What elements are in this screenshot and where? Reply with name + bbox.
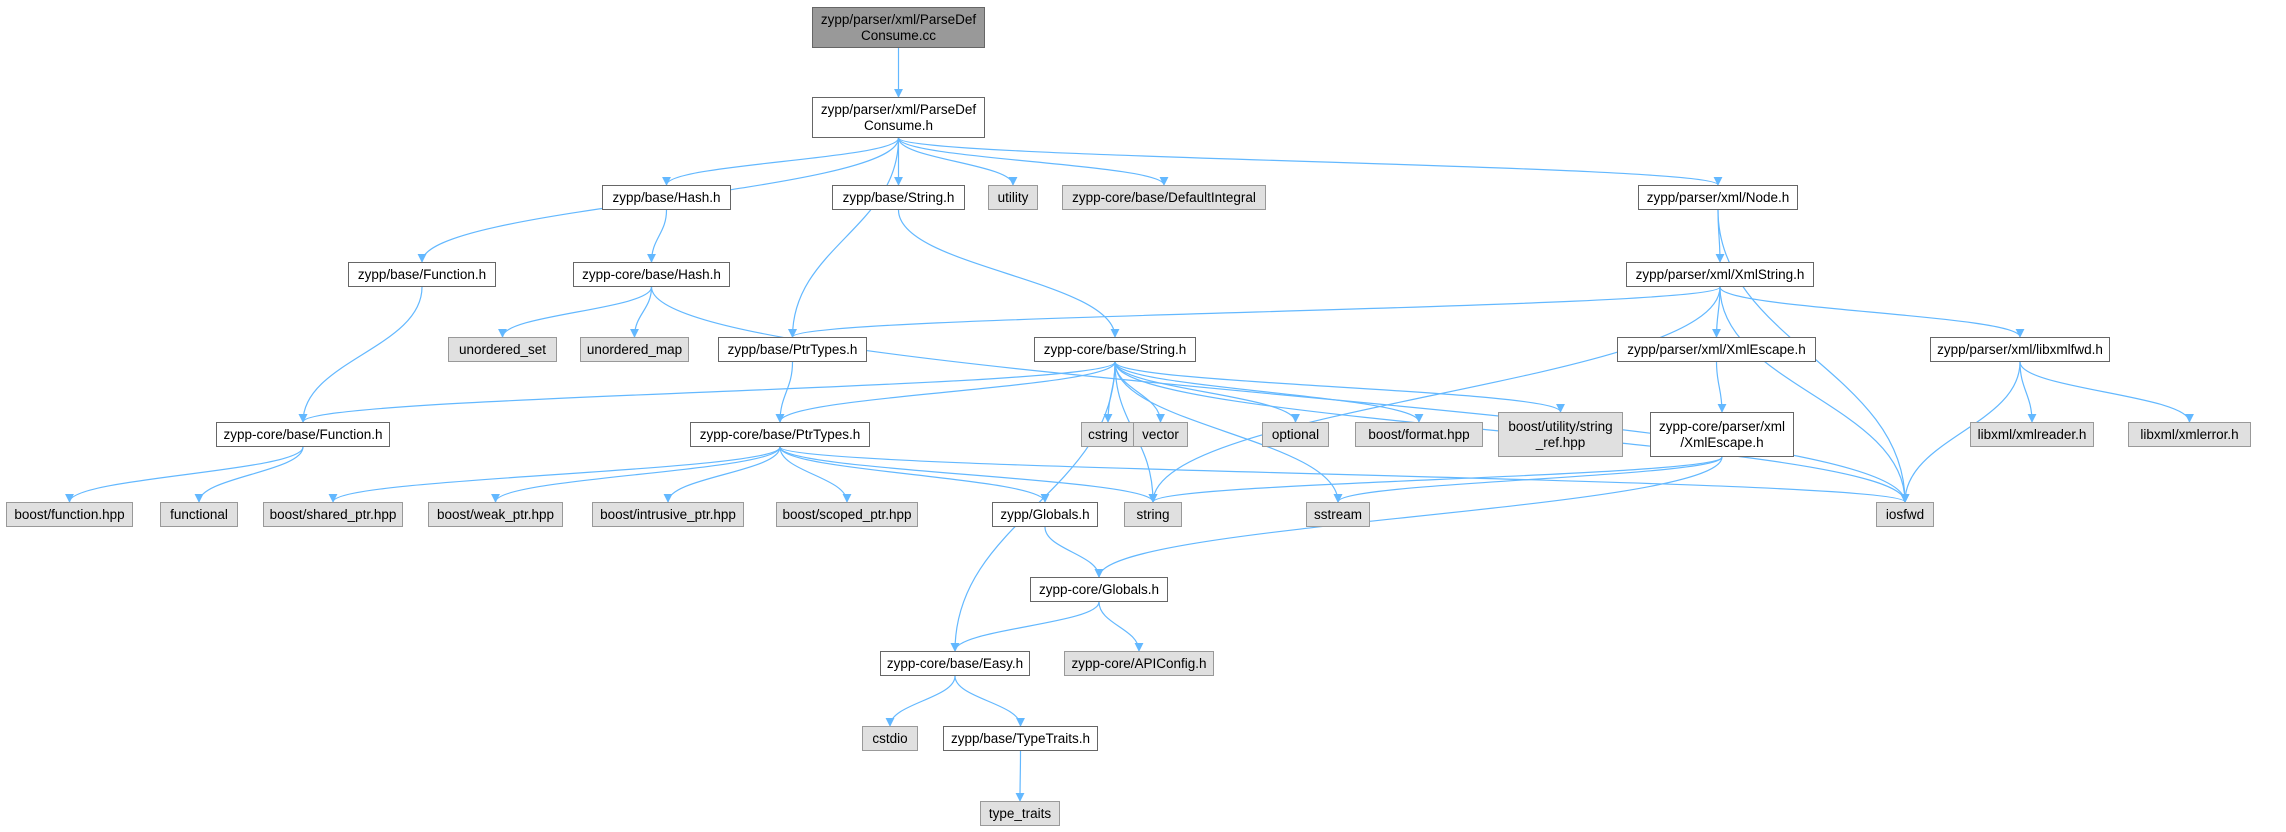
node-functional[interactable]: functional: [160, 502, 238, 527]
edge-n8-n10: [498, 286, 653, 338]
edge-n9-n33: [1148, 286, 1721, 503]
edge-n8-n35: [650, 286, 1910, 503]
edge-n7-n16: [298, 286, 423, 423]
edge-n1-n12: [788, 137, 900, 338]
node-zypp-core-apiconfig-h[interactable]: zypp-core/APIConfig.h: [1064, 651, 1214, 676]
edge-n9-n15: [1719, 286, 2025, 338]
node-sstream[interactable]: sstream: [1306, 502, 1370, 527]
edge-n13-n20: [1114, 361, 1300, 423]
node-boost-format-hpp[interactable]: boost/format.hpp: [1355, 422, 1483, 447]
node-defaultintegral[interactable]: zypp-core/base/DefaultIntegral: [1062, 185, 1266, 210]
node-zypp-base-string-h[interactable]: zypp/base/String.h: [832, 185, 965, 210]
edge-n1-n4: [897, 137, 1018, 186]
node-xmlstring-h[interactable]: zypp/parser/xml/XmlString.h: [1626, 262, 1814, 287]
node-libxmlfwd-h[interactable]: zypp/parser/xml/libxmlfwd.h: [1930, 337, 2110, 362]
node-zypp-core-base-function-h[interactable]: zypp-core/base/Function.h: [216, 422, 390, 447]
edge-n13-n16: [298, 361, 1116, 423]
node-zypp-base-hash-h[interactable]: zypp/base/Hash.h: [602, 185, 731, 210]
edge-n15-n35: [1900, 361, 2021, 503]
edge-n17-n32: [779, 446, 1050, 503]
node-unordered-map[interactable]: unordered_map: [580, 337, 689, 362]
edge-n37-n39: [885, 675, 956, 727]
edge-n37-n40: [954, 675, 1025, 727]
node-libxml-xmlerror-h[interactable]: libxml/xmlerror.h: [2128, 422, 2251, 447]
node-cstring[interactable]: cstring: [1081, 422, 1135, 447]
edge-n17-n29: [491, 446, 781, 503]
edge-n17-n33: [779, 446, 1158, 503]
node-string[interactable]: string: [1124, 502, 1182, 527]
node-utility[interactable]: utility: [988, 185, 1038, 210]
node-xml-node-h[interactable]: zypp/parser/xml/Node.h: [1638, 185, 1798, 210]
node-boost-scoped-ptr-hpp[interactable]: boost/scoped_ptr.hpp: [776, 502, 918, 527]
node-boost-weak-ptr-hpp[interactable]: boost/weak_ptr.hpp: [428, 502, 563, 527]
node-zypp-core-base-string-h[interactable]: zypp-core/base/String.h: [1034, 337, 1196, 362]
node-xmlescape-h[interactable]: zypp/parser/xml/XmlEscape.h: [1617, 337, 1816, 362]
node-parsedefconsume-h[interactable]: zypp/parser/xml/ParseDef Consume.h: [812, 97, 985, 138]
edge-n16-n27: [194, 446, 304, 503]
edge-n17-n35: [779, 446, 1910, 503]
edge-n2-n8: [647, 209, 668, 263]
node-boost-shared-ptr-hpp[interactable]: boost/shared_ptr.hpp: [263, 502, 403, 527]
edge-n32-n36: [1044, 526, 1104, 578]
edge-n1-n2: [662, 137, 900, 186]
edge-n40-n41: [1015, 750, 1025, 802]
edge-n13-n22: [1114, 361, 1565, 413]
edge-n16-n26: [65, 446, 304, 503]
node-type-traits[interactable]: type_traits: [980, 801, 1060, 826]
edge-n13-n34: [1114, 361, 1343, 503]
edge-n12-n17: [775, 361, 794, 423]
edge-n9-n14: [1712, 286, 1722, 338]
edge-n17-n31: [779, 446, 852, 503]
edge-n23-n36: [1094, 456, 1723, 578]
edge-n8-n11: [630, 286, 653, 338]
node-zypp-core-base-ptrtypes-h[interactable]: zypp-core/base/PtrTypes.h: [690, 422, 870, 447]
node-unordered-set[interactable]: unordered_set: [448, 337, 557, 362]
edge-n36-n37: [950, 601, 1100, 652]
edge-n9-n12: [788, 286, 1721, 338]
edge-n13-n17: [775, 361, 1116, 423]
node-zypp-core-xmlescape-h[interactable]: zypp-core/parser/xml /XmlEscape.h: [1650, 412, 1794, 457]
edge-n17-n30: [663, 446, 781, 503]
node-libxml-xmlreader-h[interactable]: libxml/xmlreader.h: [1970, 422, 2094, 447]
edge-n17-n28: [328, 446, 781, 503]
edge-n36-n38: [1098, 601, 1144, 652]
node-zypp-core-base-hash-h[interactable]: zypp-core/base/Hash.h: [573, 262, 730, 287]
node-boost-string-ref-hpp[interactable]: boost/utility/string _ref.hpp: [1498, 412, 1623, 457]
node-zypp-core-globals-h[interactable]: zypp-core/Globals.h: [1030, 577, 1168, 602]
node-iosfwd[interactable]: iosfwd: [1876, 502, 1934, 527]
node-optional[interactable]: optional: [1262, 422, 1329, 447]
edge-n14-n23: [1715, 361, 1727, 413]
node-vector[interactable]: vector: [1133, 422, 1188, 447]
node-boost-function-hpp[interactable]: boost/function.hpp: [6, 502, 133, 527]
node-zypp-globals-h[interactable]: zypp/Globals.h: [992, 502, 1098, 527]
edge-n1-n5: [897, 137, 1169, 186]
edge-n15-n25: [2019, 361, 2194, 423]
edges: [65, 47, 2194, 802]
node-cstdio[interactable]: cstdio: [862, 726, 918, 751]
edge-n9-n35: [1719, 286, 1910, 503]
node-zypp-base-ptrtypes-h[interactable]: zypp/base/PtrTypes.h: [718, 337, 867, 362]
node-zypp-base-typetraits-h[interactable]: zypp/base/TypeTraits.h: [943, 726, 1098, 751]
edge-n13-n21: [1114, 361, 1424, 423]
node-parsedefconsume-cc[interactable]: zypp/parser/xml/ParseDef Consume.cc: [812, 7, 985, 48]
edge-n23-n33: [1148, 456, 1723, 503]
node-zypp-base-function-h[interactable]: zypp/base/Function.h: [348, 262, 496, 287]
edge-n1-n6: [897, 137, 1723, 186]
node-zypp-core-base-easy-h[interactable]: zypp-core/base/Easy.h: [880, 651, 1030, 676]
node-boost-intrusive-ptr-hpp[interactable]: boost/intrusive_ptr.hpp: [592, 502, 744, 527]
edge-n15-n24: [2019, 361, 2037, 423]
